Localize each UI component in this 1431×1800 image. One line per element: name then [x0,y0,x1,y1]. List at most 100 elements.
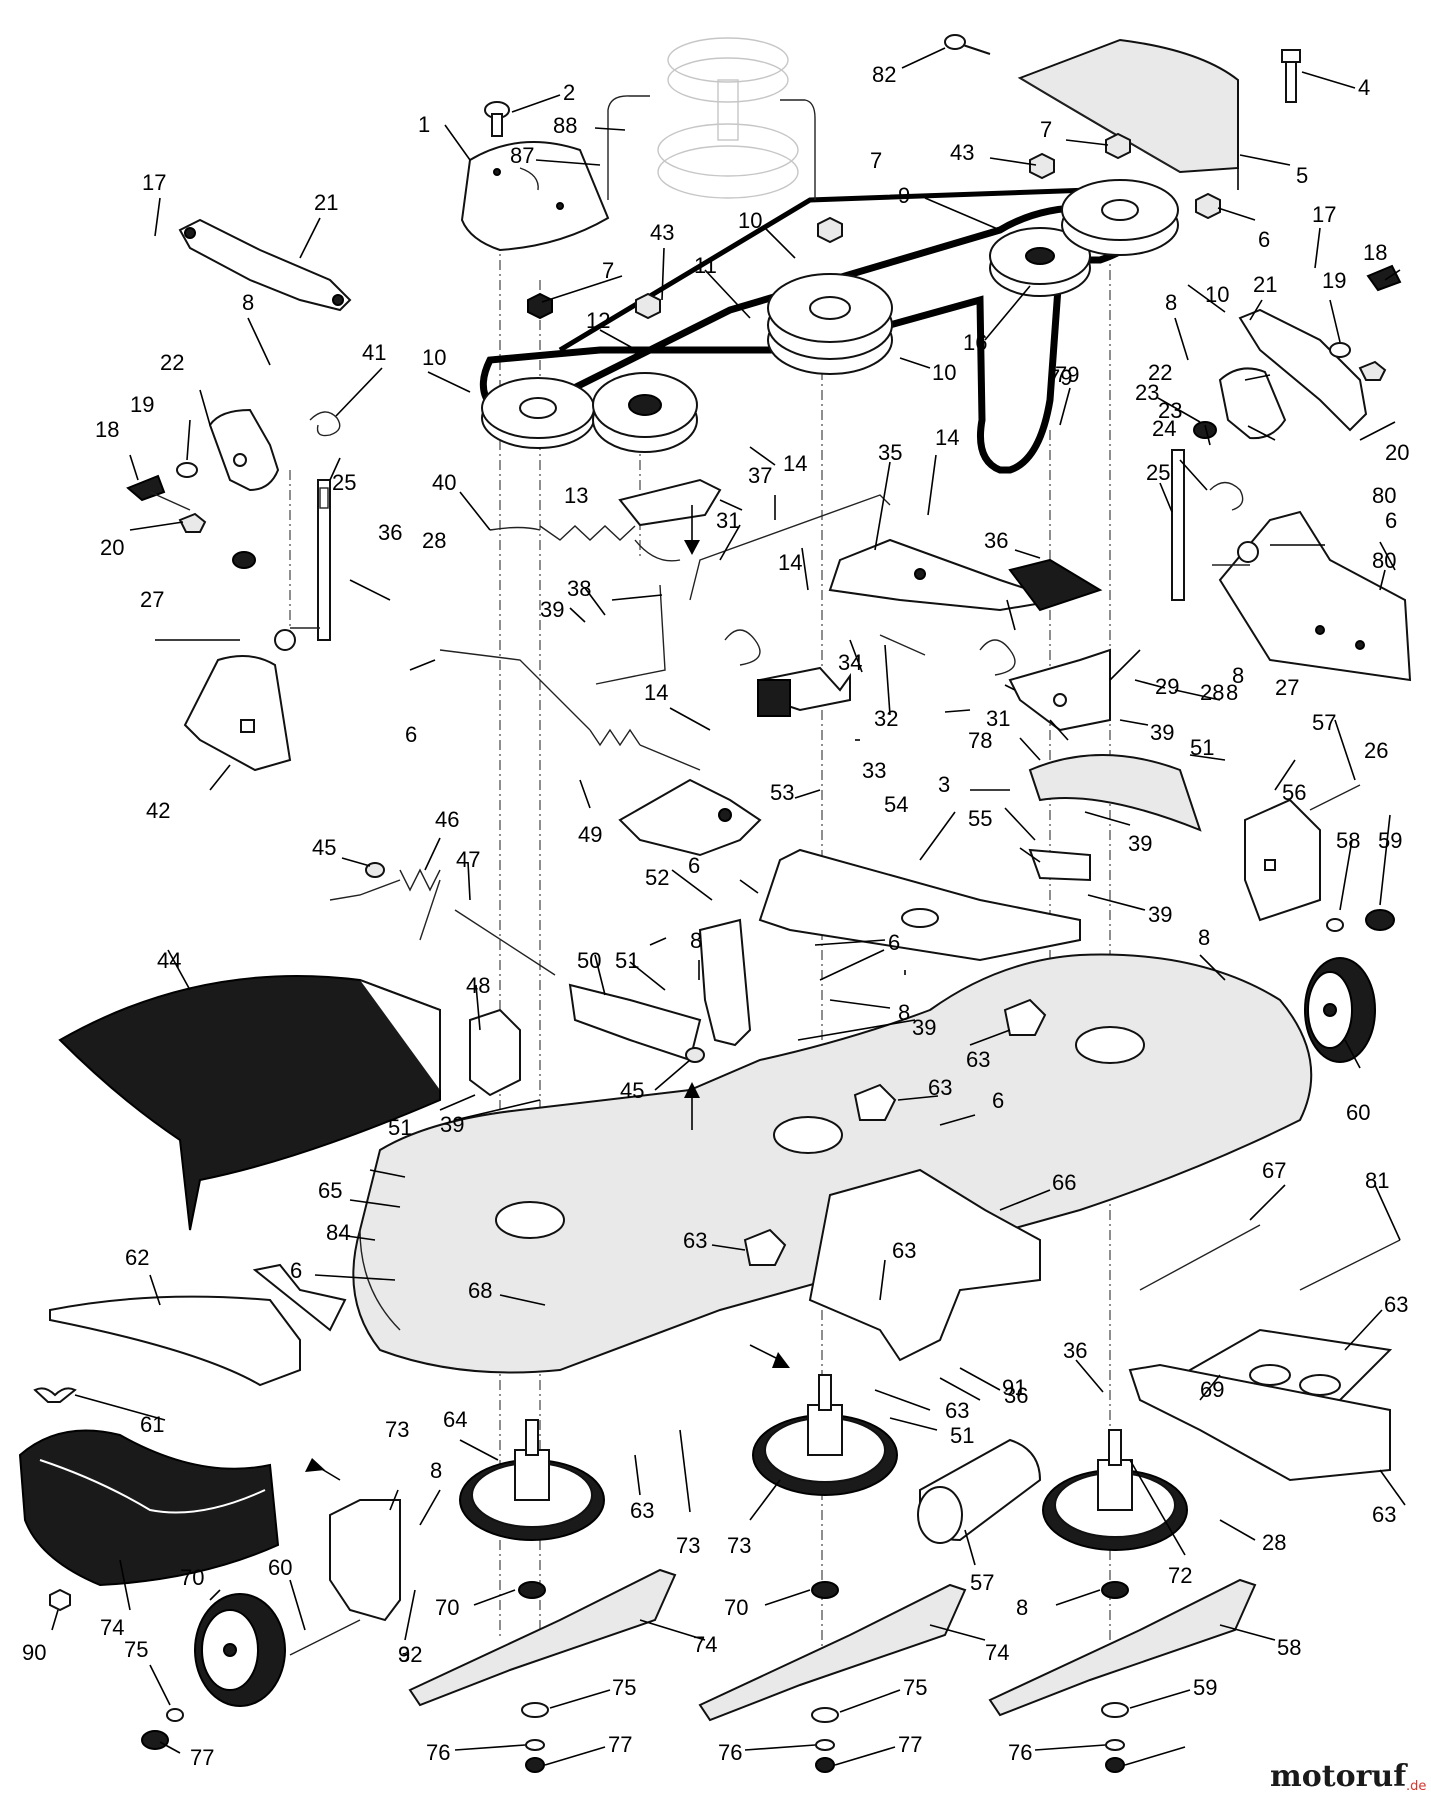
spring-46 [329,868,441,941]
callout: 7 [1040,117,1052,142]
callout: 76 [426,1740,450,1765]
callout: 31 [716,508,740,533]
callout: 36 [1063,1338,1087,1363]
callout: 13 [564,483,588,508]
callout: 22 [1148,360,1172,385]
bracket-52 [698,918,752,1047]
callout: 7 [602,258,614,283]
callout: 63 [928,1075,952,1100]
callout: 73 [676,1533,700,1558]
callout: 21 [314,190,338,215]
callout: 73 [385,1417,409,1442]
bracket-53 [618,778,762,857]
callout: 74 [100,1615,124,1640]
bolt-45-top [365,862,385,878]
callout: 36 [984,528,1008,553]
callout: 29 [1155,674,1179,699]
bracket-61 [329,1499,401,1622]
hex-bolt-63-c [743,1228,787,1266]
rod-87 [607,95,650,200]
direction-arrow-diagonal-right [749,1344,790,1368]
callout: 18 [1363,240,1387,265]
spindle-73-center [752,1374,898,1496]
pulley-left [481,377,595,449]
callout: 20 [100,535,124,560]
callout: 57 [970,1570,994,1595]
washer-58-right [1326,918,1344,932]
callout: 42 [146,798,170,823]
knob-18-left [126,474,191,511]
callout: 92 [398,1642,422,1667]
callout: 6 [992,1088,1004,1113]
bracket-50 [568,983,702,1062]
bracket-69 [1128,1363,1391,1482]
callout: 37 [748,463,772,488]
callout: 9 [898,183,910,208]
callout: 28 [422,528,446,553]
callout: 56 [1282,780,1306,805]
mower-deck-shell [352,953,1313,1374]
idler-cover-bracket [1017,38,1239,190]
callout: 51 [1190,735,1214,760]
rod-47 [454,909,556,976]
callout: 14 [935,425,959,450]
rod-67 [1139,1224,1261,1291]
blade-74-left [408,1568,677,1707]
bracket-22-left [208,408,280,492]
washer-77-center [815,1739,835,1751]
watermark-suffix: .de [1406,1779,1426,1794]
nut-76-left [525,1757,545,1773]
idler-pulley-16 [989,227,1091,297]
bracket-13 [618,478,722,527]
callout: 27 [1275,675,1299,700]
callout: 63 [683,1228,707,1253]
callout: 65 [318,1178,342,1203]
callout: 79 [1055,362,1079,387]
watermark: motoruf .de [1270,1759,1426,1794]
callout: 26 [1364,738,1388,763]
pulley-center [767,273,893,375]
callout: 63 [630,1498,654,1523]
callout: 10 [738,208,762,233]
callout: 51 [388,1115,412,1140]
callout: 61 [140,1412,164,1437]
callout: 6 [688,853,700,878]
gauge-wheel-60-left [194,1593,286,1707]
callout: 19 [1322,268,1346,293]
callout: 21 [1253,272,1277,297]
callout: 45 [312,835,336,860]
watermark-brand: motoruf [1270,1759,1408,1794]
callout: 70 [724,1595,748,1620]
lift-link-21-left [178,218,352,312]
callout: 14 [778,550,802,575]
callout: 77 [190,1745,214,1770]
callout: 8 [1232,663,1244,688]
callout: 67 [1262,1158,1286,1183]
callout: 63 [1372,1502,1396,1527]
wing-nut-91 [33,1387,77,1403]
axle-57-right [1309,784,1361,811]
callout: 63 [945,1398,969,1423]
callout: 8 [1198,925,1210,950]
callout: 38 [567,576,591,601]
idler-arm-34 [757,666,851,717]
discharge-chute-44 [58,975,441,1231]
callout: 6 [888,930,900,955]
callout: 88 [553,113,577,138]
hex-bolt-63-b [853,1083,897,1121]
washer-75-left [521,1702,549,1718]
callout: 8 [1226,680,1238,705]
knob-18-right [1366,264,1402,292]
callout: 43 [650,220,674,245]
callout: 72 [1168,1563,1192,1588]
callout: 57 [1312,710,1336,735]
spring-40 [489,525,681,562]
callout: 39 [1148,902,1172,927]
blade-74-center [698,1583,967,1722]
washer-19-left [176,462,198,478]
callout: 78 [968,728,992,753]
callout: 10 [1205,282,1229,307]
callout: 6 [405,722,417,747]
callout: 17 [142,170,166,195]
callout: 49 [578,822,602,847]
